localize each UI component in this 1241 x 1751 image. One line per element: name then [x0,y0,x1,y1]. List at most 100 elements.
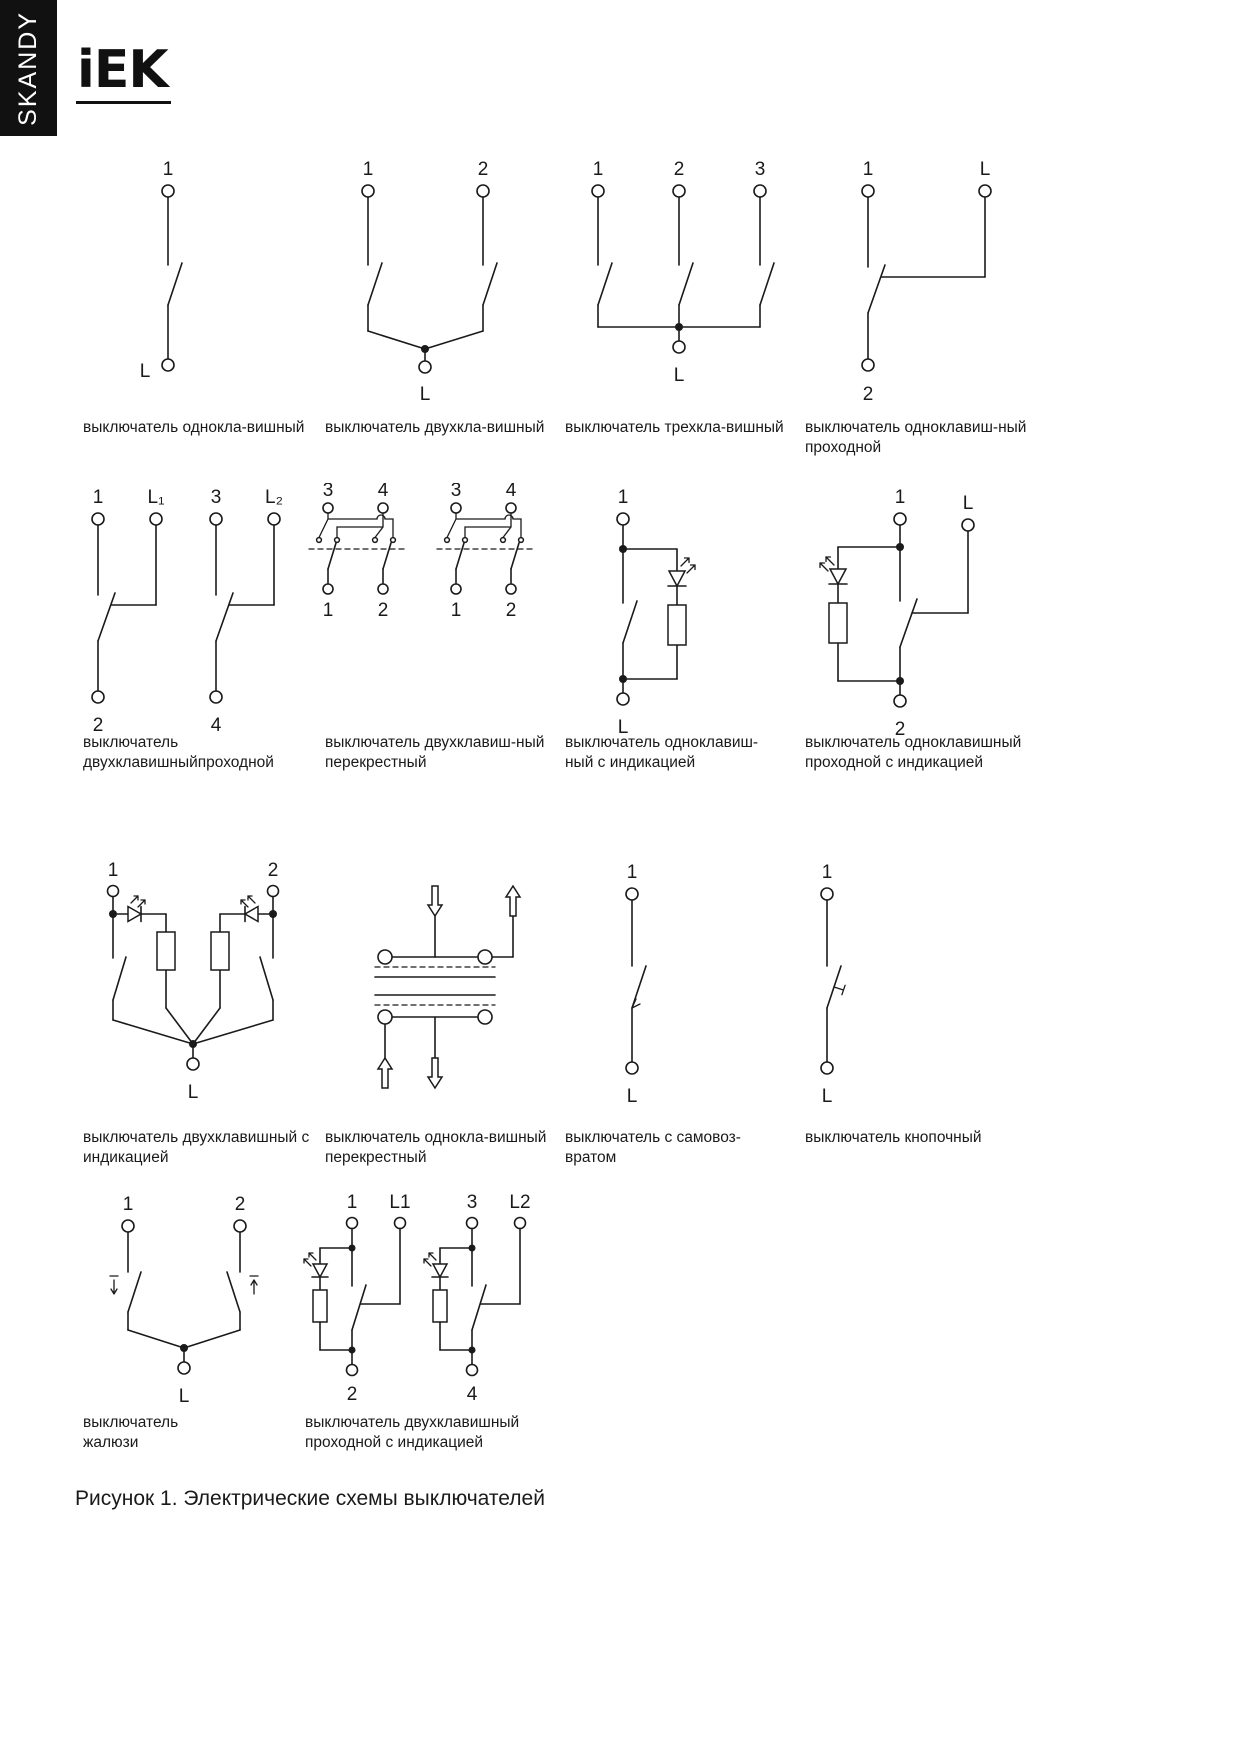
switch-blade [899,598,918,648]
diagram-switch-2gang-2way: 1 L₁ 3 L₂ 2 4 [68,483,318,758]
schematic-switch-momentary: 1 L [625,862,647,1107]
led-icon [127,895,146,923]
terminal [476,184,490,198]
junction-dot [348,1244,356,1252]
terminal-label: 1 [93,487,104,508]
contact [315,536,323,544]
led-emission-arrows [680,557,696,574]
terminal-label: 1 [451,600,462,621]
terminal-label: 1 [363,159,374,180]
iek-logo: iEK [76,44,171,104]
terminal-label: L [420,384,431,405]
self-return-arrowhead [631,998,641,1009]
terminal [209,512,223,526]
caption-switch-blinds: выключатель жалюзи [83,1414,179,1452]
wires [374,915,514,1059]
terminal [345,1216,359,1230]
junction-dot [675,323,683,331]
terminal-label: 1 [627,862,638,883]
terminal [377,1009,393,1025]
switch-blade [455,542,465,570]
diagram-switch-1gang-2way-indicator: 1 L [800,483,1000,758]
diagram-switch-2gang-indicator: 1 2 [78,860,308,1115]
switch-blade [631,965,647,1009]
terminal [861,184,875,198]
terminal [267,512,281,526]
switch-blade [382,542,392,570]
caption-switch-1gang-intermediate: выключатель однокла-вишный перекрестный [325,1129,547,1167]
terminal-label: 2 [478,159,489,180]
terminal [233,1219,247,1233]
diagram-switch-blinds: 1 2 L [80,1192,290,1427]
led-icon [667,557,696,588]
terminal [477,949,493,965]
terminal [505,502,517,514]
terminal [377,583,389,595]
resistor [210,931,230,971]
switch-blade [112,956,127,1001]
wires [109,1231,259,1363]
contact [389,536,397,544]
caption-switch-1gang-indicator: выключатель одноклавиш- ный с индикацией [565,734,759,772]
caption-switch-2gang-2way-indicator: выключатель двухклавишный проходной с ин… [305,1414,520,1452]
terminal [209,690,223,704]
terminal [91,512,105,526]
schematic-switch-3gang: 1 2 3 L [591,159,775,386]
caption-switch-momentary: выключатель с самовоз- вратом [565,1129,741,1167]
wires [367,196,498,362]
intermediate-unit: 3 4 1 2 [308,480,406,621]
terminal [505,583,517,595]
contact [333,536,341,544]
terminal [361,184,375,198]
schematic-switch-2gang: 1 2 L [361,159,498,405]
terminal [450,502,462,514]
two-way-indicator-unit [423,1227,521,1377]
terminal-label: L [822,1086,833,1107]
junction-dot [269,910,277,918]
caption-switch-3gang: выключатель трехкла-вишный [565,419,784,436]
resistor [828,602,848,644]
contact [443,536,451,544]
diagram-switch-pushbutton: 1 L [772,860,892,1115]
terminal [149,512,163,526]
iek-logo-text: iEK [77,40,169,100]
arrow-up-icon [504,884,522,917]
caption-switch-2gang-indicator: выключатель двухклавишный с индикацией [83,1129,310,1167]
led-emission-arrows [819,556,835,572]
terminal-label: 2 [347,1384,358,1405]
junction-dot [619,675,627,683]
terminal-label: 2 [863,384,874,405]
terminal [820,887,834,901]
terminal-label: 4 [506,483,517,501]
resistor [312,1289,328,1323]
terminal [820,1061,834,1075]
terminal [616,512,630,526]
terminal-label: L₁ [148,487,165,508]
terminal [377,502,389,514]
terminal-label: 2 [268,860,279,881]
pushbutton-actuator [833,984,846,996]
junction-dot [468,1346,476,1354]
terminal-label: L1 [389,1192,410,1213]
switch-blade [97,592,116,642]
terminal-label: L [627,1086,638,1107]
terminal-label: L [980,159,991,180]
terminal [513,1216,527,1230]
contact [499,536,507,544]
diagram-switch-momentary: 1 L [572,860,692,1115]
terminal [161,358,175,372]
terminal-label: 3 [755,159,766,180]
terminal [625,887,639,901]
terminal-label: 2 [674,159,685,180]
wires [826,899,846,1063]
wires [622,524,678,694]
terminal-label: 2 [895,719,906,740]
terminal-label: 1 [163,159,174,180]
resistor [432,1289,448,1323]
terminal [106,884,120,898]
terminal-label: L₂ [265,487,283,508]
terminal-label: 2 [235,1194,246,1215]
terminal [322,583,334,595]
up-direction-arrow-icon [249,1275,259,1295]
